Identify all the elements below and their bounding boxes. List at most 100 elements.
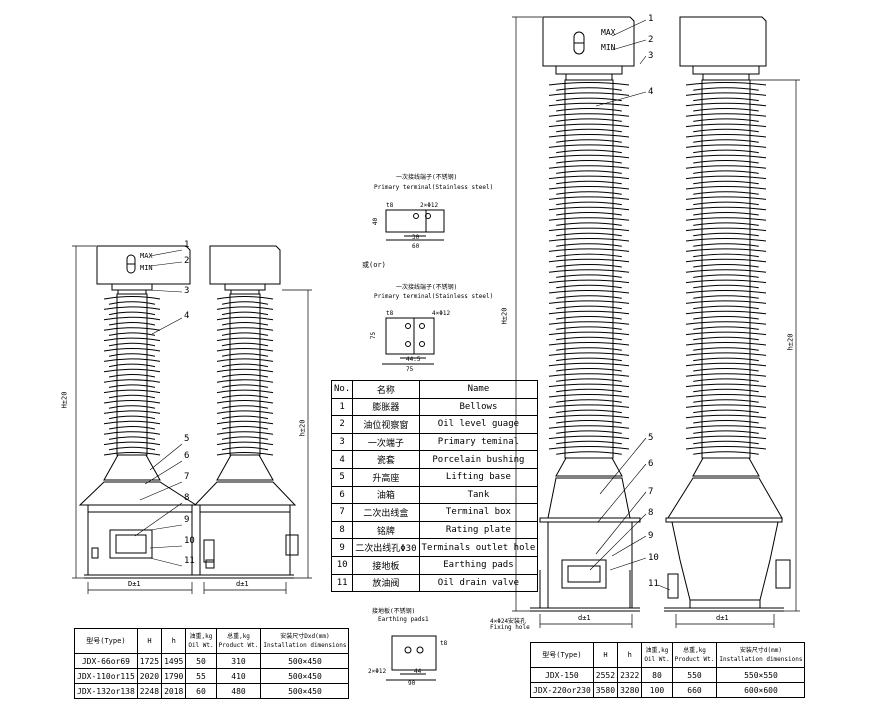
bushing-shed xyxy=(216,296,274,300)
spec-cell: JDX-220or230 xyxy=(530,682,594,698)
bushing-shed xyxy=(221,436,269,440)
part-cn-name: 瓷套 xyxy=(352,450,420,469)
bushing-shed xyxy=(693,160,759,164)
callout-number: 11 xyxy=(648,579,659,589)
earthing-pad-detail xyxy=(386,635,437,681)
bushing-shed xyxy=(685,258,767,263)
bushing-shed xyxy=(556,253,622,258)
part-cn-name: 二次出线孔Φ30 xyxy=(352,538,420,557)
bushing-shed xyxy=(556,326,622,330)
terminal2-hole: 4×Φ12 xyxy=(432,310,451,317)
bushing-shed xyxy=(556,128,622,133)
bushing-shed xyxy=(556,222,622,226)
bushing-shed xyxy=(685,362,767,367)
spec-table-left: 型号(Type) H h 油重,kg Oil Wt. 总重,kg Product… xyxy=(74,628,350,699)
bushing-shed xyxy=(685,165,767,169)
spec-cell: 3580 xyxy=(592,682,619,698)
bushing-shed xyxy=(685,300,767,304)
spec-cell: 2552 xyxy=(592,667,619,683)
right-front-view xyxy=(530,16,641,612)
bushing-shed xyxy=(103,327,161,331)
bushing-shed xyxy=(556,212,622,216)
callout-number: 10 xyxy=(184,536,195,546)
bushing-shed xyxy=(685,435,767,440)
part-en-name: Oil drain valve xyxy=(418,573,539,593)
spec-cell: 1790 xyxy=(161,668,187,684)
bushing-shed xyxy=(548,310,630,315)
part-no: 4 xyxy=(330,450,354,469)
part-cn-name: 二次出线盒 xyxy=(352,503,420,522)
terminal1-dim-60: 60 xyxy=(412,243,420,250)
leader-line xyxy=(134,502,183,537)
leader-line xyxy=(609,557,647,571)
bushing-shed xyxy=(685,394,767,398)
bushing-shed xyxy=(548,248,630,252)
callout-number: 7 xyxy=(648,487,653,497)
left-side-view xyxy=(193,245,299,579)
spec-right-h-type: 型号(Type) xyxy=(530,642,594,668)
bushing-shed xyxy=(548,425,630,429)
bushing-shed xyxy=(556,451,622,455)
terminal-detail-1 xyxy=(385,209,445,241)
bushing-shed xyxy=(103,368,161,373)
bushing-shed xyxy=(103,441,161,446)
callout-number: 9 xyxy=(184,515,189,525)
bushing-shed xyxy=(216,431,274,435)
part-cn-name: 放油阀 xyxy=(352,573,420,593)
part-en-name: Bellows xyxy=(418,397,539,417)
spec-right-h-oil: 油重,kg Oil Wt. xyxy=(641,642,673,668)
spec-left-h-product: 总重,kg Product Wt. xyxy=(215,628,262,654)
spec-cell: 500×450 xyxy=(260,653,350,669)
spec-cell: 2248 xyxy=(136,683,163,699)
bushing-shed xyxy=(556,368,622,372)
terminal2-thickness: t8 xyxy=(386,310,394,317)
part-no: 11 xyxy=(330,573,354,593)
spec-right-h-product: 总重,kg Product Wt. xyxy=(671,642,718,668)
spec-left-header: 型号(Type) H h 油重,kg Oil Wt. 总重,kg Product… xyxy=(74,628,350,654)
callout-number: 6 xyxy=(648,459,653,469)
bushing-shed xyxy=(556,264,622,268)
part-en-name: Oil level guage xyxy=(418,415,539,434)
bushing-shed xyxy=(108,384,156,388)
bushing-shed xyxy=(221,394,269,399)
bushing-shed xyxy=(556,97,622,102)
spec-cell: 55 xyxy=(185,668,217,684)
bushing-shed xyxy=(216,348,274,352)
part-cn-name: 膨胀器 xyxy=(352,397,420,417)
bushing-shed xyxy=(556,118,622,122)
bushing-shed xyxy=(103,400,161,404)
bushing-shed xyxy=(216,358,274,362)
bushing-shed xyxy=(685,331,767,336)
bushing-shed xyxy=(556,243,622,247)
oil-gauge-max-right: MAX xyxy=(601,28,616,37)
spec-cell: 60 xyxy=(185,683,217,699)
spec-left-h-install: 安装尺寸Dxd(mm) Installation dimensions xyxy=(260,628,350,654)
part-no: 8 xyxy=(330,520,354,540)
bushing-shed xyxy=(685,123,767,128)
bushing-shed xyxy=(693,264,759,268)
bushing-shed xyxy=(693,87,759,91)
part-en-name: Lifting base xyxy=(418,467,539,487)
spec-table-right: 型号(Type) H h 油重,kg Oil Wt. 总重,kg Product… xyxy=(530,642,806,698)
header-en-name: Name xyxy=(418,380,539,399)
leader-line xyxy=(139,481,183,501)
leader-line xyxy=(611,19,647,37)
bushing-shed xyxy=(685,373,767,377)
bushing-shed xyxy=(556,399,622,403)
bushing-shed xyxy=(216,441,274,446)
callout-number: 3 xyxy=(184,286,189,296)
terminal1-thickness: t8 xyxy=(386,202,394,209)
oil-gauge-min-right: MIN xyxy=(601,43,616,52)
spec-cell: 100 xyxy=(641,682,673,698)
bushing-shed xyxy=(103,410,161,414)
bushing-shed xyxy=(693,326,759,330)
bushing-shed xyxy=(556,180,622,185)
left-height-h: h±20 xyxy=(298,419,307,437)
bushing-shed xyxy=(548,446,630,450)
